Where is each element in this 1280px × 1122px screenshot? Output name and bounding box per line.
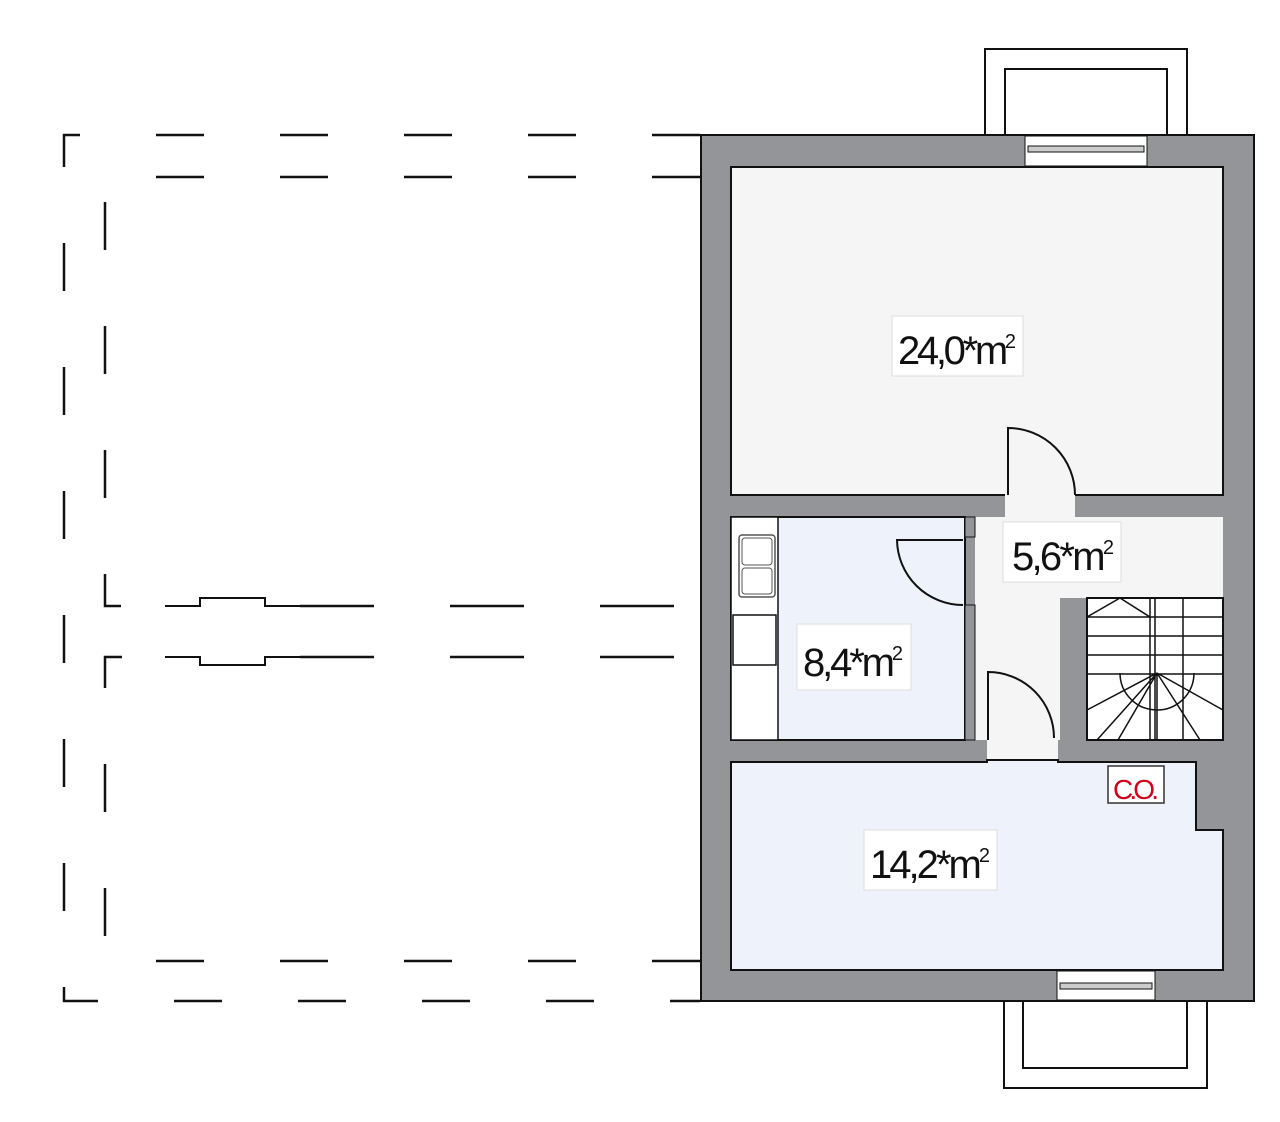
adjacent-unit-outline — [62, 133, 700, 1003]
door-swing-kitchen — [895, 539, 964, 606]
room-area-label: 14,2*m2 — [870, 843, 990, 887]
balcony-top — [984, 48, 1188, 135]
sink-icon — [738, 534, 776, 598]
balcony-bottom — [1003, 1001, 1208, 1089]
cooker — [732, 614, 777, 666]
partition-stub — [964, 516, 976, 538]
window-top — [1024, 135, 1148, 167]
boiler-label: C.O. — [1113, 774, 1159, 805]
door-gap-top — [1005, 493, 1075, 519]
partition-wall — [964, 604, 976, 741]
window-bottom — [1056, 970, 1156, 1001]
door-swing-bottom — [987, 670, 1055, 740]
room-area-label: 24,0*m2 — [898, 329, 1016, 373]
staircase — [1086, 597, 1224, 741]
room-area-label: 5,6*m2 — [1012, 535, 1114, 579]
door-swing-top — [1007, 426, 1076, 496]
room-area-label: 8,4*m2 — [803, 641, 903, 685]
